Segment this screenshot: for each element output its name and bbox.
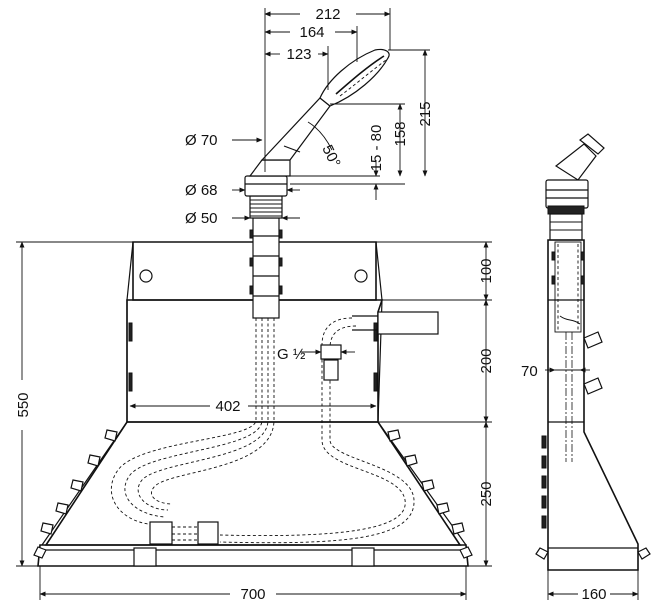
front-dimensions: 212 164 123 Ø 70 Ø 68 Ø 50 50° 15 - 80 1…	[15, 6, 495, 603]
dim-dia-70: Ø 70	[185, 132, 218, 149]
hoses	[110, 315, 415, 545]
side-view: 70 160	[521, 133, 651, 603]
hand-shower	[244, 48, 390, 319]
dim-dia-68: Ø 68	[185, 182, 218, 199]
dim-side-70: 70	[521, 363, 538, 380]
diverter-stub	[377, 311, 439, 335]
dim-158: 158	[392, 121, 409, 146]
mount-hole-right	[354, 269, 368, 283]
thread-fitting	[320, 344, 342, 360]
dim-15-80: 15 - 80	[368, 125, 385, 172]
side-jets-left	[33, 429, 118, 559]
dim-angle-50: 50°	[318, 142, 343, 170]
dim-550: 550	[15, 392, 32, 417]
dim-402: 402	[215, 398, 240, 415]
dim-212: 212	[315, 6, 340, 23]
dim-thread: G ½	[277, 346, 306, 363]
dim-side-160: 160	[581, 586, 606, 603]
dim-dia-50: Ø 50	[185, 210, 218, 227]
foot-right	[351, 547, 375, 567]
dim-100: 100	[478, 258, 495, 283]
base-plate	[37, 544, 469, 567]
dim-164: 164	[299, 24, 324, 41]
dim-215: 215	[417, 101, 434, 126]
dim-200: 200	[478, 348, 495, 373]
dim-700: 700	[240, 586, 265, 603]
side-jets-right	[387, 429, 473, 559]
front-body	[33, 241, 473, 567]
side-body	[547, 239, 639, 571]
flange-68	[244, 175, 288, 197]
dim-123: 123	[286, 46, 311, 63]
riser-tube	[252, 217, 280, 319]
mount-hole-left	[139, 269, 153, 283]
foot-left	[133, 547, 157, 567]
dim-250: 250	[478, 481, 495, 506]
